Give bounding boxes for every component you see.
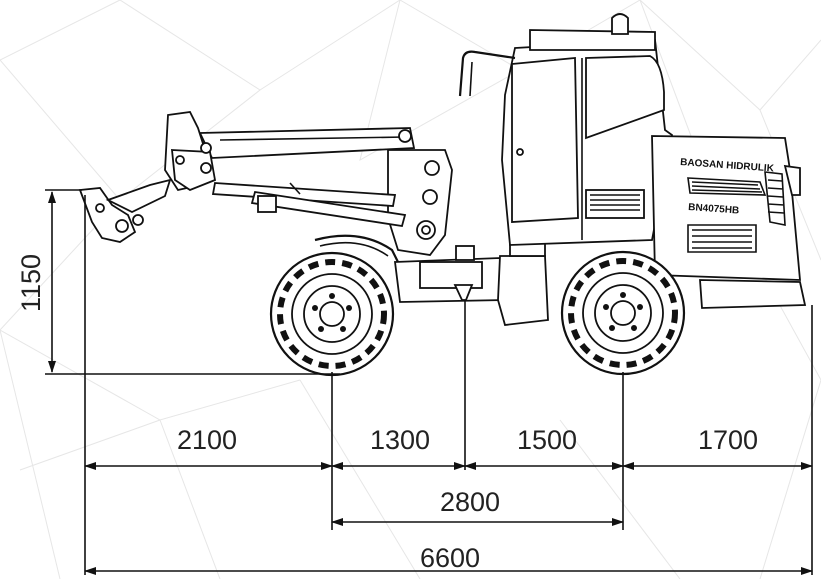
hood-vents — [687, 171, 786, 253]
height-dimension-label: 1150 — [16, 254, 46, 312]
segment-label-rear-axle: 1500 — [517, 425, 577, 455]
overall-length-label: 6600 — [420, 543, 480, 573]
dimension-lines — [45, 189, 813, 575]
segment-label-front-overhang: 2100 — [177, 425, 237, 455]
model-marking: BN4075HB — [688, 202, 740, 217]
segment-label-rear-overhang: 1700 — [698, 425, 758, 455]
front-wheel — [269, 251, 395, 377]
wheel-loader-outline: BAOSAN HIDRULIK BN4075HB — [78, 13, 807, 377]
segment-label-front-axle: 1300 — [370, 425, 430, 455]
wheelbase-label: 2800 — [440, 487, 500, 517]
rear-wheel — [560, 250, 686, 376]
dimension-labels: 1150 2100 1300 1500 1700 2800 6600 — [16, 254, 758, 573]
